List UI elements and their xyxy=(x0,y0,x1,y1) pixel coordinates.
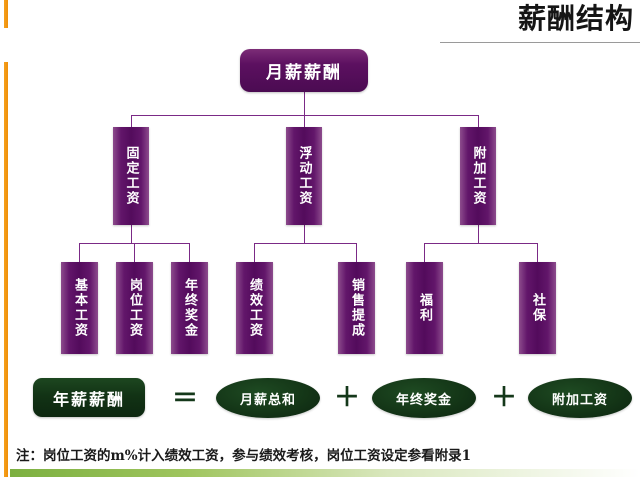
node-yearend-bonus[interactable]: 年终奖金 xyxy=(171,262,208,354)
node-yearend-bonus-label: 年终奖金 xyxy=(182,278,197,338)
formula-result-annual-salary[interactable]: 年薪薪酬 xyxy=(33,378,145,417)
connector-drop-additional xyxy=(478,115,479,127)
connector-drop-position xyxy=(134,243,135,262)
formula-term-additional-salary-label: 附加工资 xyxy=(551,392,608,408)
left-accent-bar-top xyxy=(4,0,8,28)
connector-drop-basic xyxy=(79,243,80,262)
node-basic-salary-label: 基本工资 xyxy=(72,278,87,338)
node-benefits[interactable]: 福利 xyxy=(406,262,443,354)
node-root-monthly-salary[interactable]: 月薪薪酬 xyxy=(240,49,368,92)
page-title: 薪酬结构 xyxy=(517,2,634,35)
connector-drop-yearend xyxy=(189,243,190,262)
formula-term-monthly-total-label: 月薪总和 xyxy=(239,392,296,408)
node-performance-salary-label: 绩效工资 xyxy=(247,278,262,338)
connector-drop-variable xyxy=(304,115,305,127)
connector-drop-performance xyxy=(254,243,255,262)
node-fixed-salary-label: 固定工资 xyxy=(123,146,139,206)
node-variable-salary[interactable]: 浮动工资 xyxy=(286,127,322,225)
node-performance-salary[interactable]: 绩效工资 xyxy=(236,262,273,354)
node-social-insurance-label: 社保 xyxy=(530,293,545,323)
plus-operator-1: ＋ xyxy=(333,383,360,413)
node-benefits-label: 福利 xyxy=(417,293,432,323)
left-accent-bar-main xyxy=(4,62,8,477)
node-additional-salary-label: 附加工资 xyxy=(470,146,486,206)
connector-drop-commission xyxy=(356,243,357,262)
connector-stem-additional xyxy=(478,225,479,243)
formula-term-monthly-total[interactable]: 月薪总和 xyxy=(216,378,320,418)
connector-stem-variable xyxy=(304,225,305,243)
connector-bus-variable xyxy=(254,243,356,244)
node-position-salary[interactable]: 岗位工资 xyxy=(116,262,153,354)
node-variable-salary-label: 浮动工资 xyxy=(296,146,312,206)
node-social-insurance[interactable]: 社保 xyxy=(519,262,556,354)
formula-term-additional-salary[interactable]: 附加工资 xyxy=(528,378,632,418)
node-position-salary-label: 岗位工资 xyxy=(127,278,142,338)
node-sales-commission[interactable]: 销售提成 xyxy=(338,262,375,354)
footnote-text: 注：岗位工资的m%计入绩效工资，参与绩效考核，岗位工资设定参看附录1 xyxy=(16,448,472,464)
node-root-label: 月薪薪酬 xyxy=(266,63,342,83)
formula-term-yearend-bonus-label: 年终奖金 xyxy=(395,392,452,408)
formula-term-yearend-bonus[interactable]: 年终奖金 xyxy=(372,378,476,418)
title-block: 薪酬结构 xyxy=(390,2,640,36)
title-underline xyxy=(440,42,640,43)
equals-operator: ＝ xyxy=(171,384,198,414)
formula-result-label: 年薪薪酬 xyxy=(52,389,125,409)
node-additional-salary[interactable]: 附加工资 xyxy=(460,127,496,225)
connector-drop-fixed xyxy=(131,115,132,127)
connector-bus-additional xyxy=(424,243,537,244)
connector-drop-benefits xyxy=(424,243,425,262)
connector-root-stem xyxy=(304,92,305,115)
node-sales-commission-label: 销售提成 xyxy=(349,278,364,338)
bottom-accent-bar xyxy=(10,469,640,477)
connector-drop-socialins xyxy=(537,243,538,262)
connector-stem-fixed xyxy=(131,225,132,243)
node-basic-salary[interactable]: 基本工资 xyxy=(61,262,98,354)
plus-operator-2: ＋ xyxy=(490,383,517,413)
node-fixed-salary[interactable]: 固定工资 xyxy=(113,127,149,225)
